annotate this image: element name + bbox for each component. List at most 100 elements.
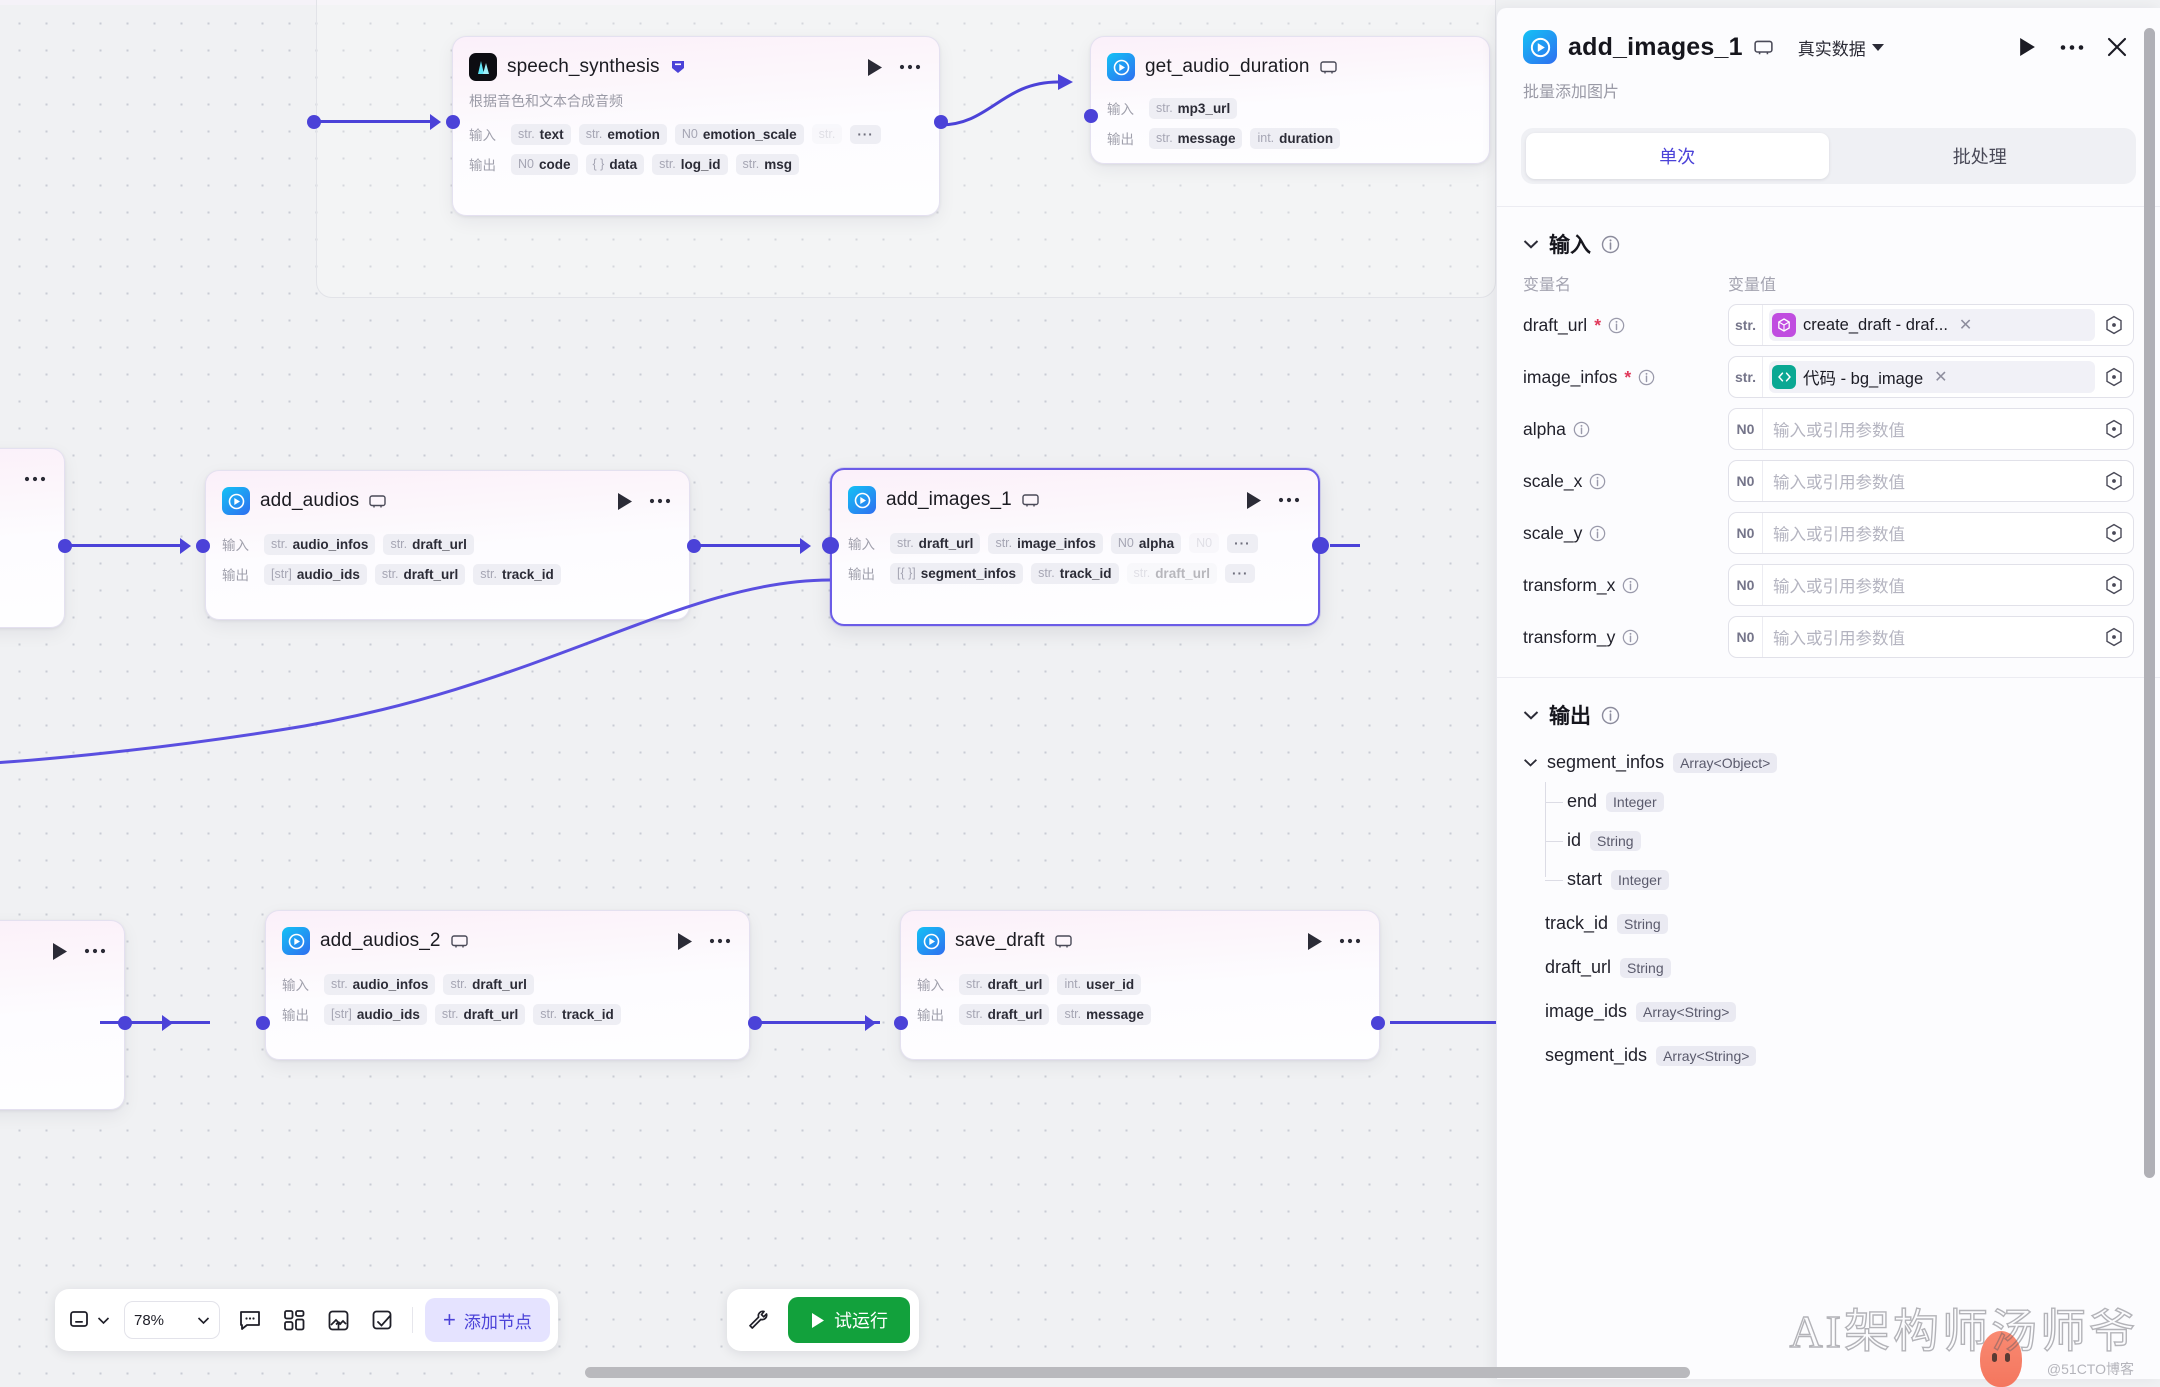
value-picker-button[interactable] [2095,367,2133,387]
io-overflow-icon[interactable]: ··· [1227,533,1258,553]
info-icon[interactable] [1573,421,1590,438]
debug-tools-button[interactable] [736,1298,780,1342]
panel-more-button[interactable] [2055,30,2089,64]
io-chip[interactable]: [str]audio_ids [264,563,367,585]
info-icon[interactable] [1638,369,1655,386]
port-addaudios2-in[interactable] [256,1016,270,1030]
node-save-draft[interactable]: save_draft 输入 str.draft_url int.user_id … [900,910,1380,1060]
io-chip[interactable]: str.audio_infos [324,973,436,995]
more-icon[interactable] [1337,928,1363,954]
io-chip[interactable]: [{ }]segment_infos [890,562,1024,584]
input-section-header[interactable]: 输入 [1497,207,2160,265]
workflow-canvas[interactable]: str.l speech_synthesis 根据音色和文本合成音频 [0,0,1496,1387]
io-chip[interactable]: str.draft_url [1126,562,1217,584]
info-icon[interactable] [1589,473,1606,490]
port-speech-in[interactable] [446,115,460,129]
info-icon[interactable] [1608,317,1625,334]
run-toolbar[interactable]: 试运行 [727,1289,919,1351]
value-input-draft-url[interactable]: str. create_draft - draf... ✕ [1728,304,2134,346]
info-icon[interactable] [1589,525,1606,542]
info-icon[interactable] [1622,629,1639,646]
io-chip[interactable]: str.track_id [473,563,561,585]
io-chip[interactable]: str.emotion [578,123,667,145]
port-duration-in[interactable] [1084,109,1098,123]
value-placeholder[interactable]: 输入或引用参数值 [1773,474,1905,492]
io-chip[interactable]: str.mp3_url [1149,97,1238,119]
io-overflow-icon[interactable]: ··· [850,124,881,144]
io-chip[interactable]: str.message [1057,1003,1151,1025]
value-input-alpha[interactable]: N0 输入或引用参数值 [1728,408,2134,450]
port-savedraft-out[interactable] [1371,1016,1385,1030]
io-chip[interactable]: str.message [1149,127,1243,149]
reference-pill[interactable]: create_draft - draf... ✕ [1769,309,2095,341]
screen-fit-button[interactable] [63,1298,116,1342]
more-icon[interactable] [647,488,673,514]
layout-button[interactable] [272,1298,316,1342]
clear-icon[interactable]: ✕ [1934,369,1948,386]
value-input-scale-x[interactable]: N0 输入或引用参数值 [1728,460,2134,502]
more-icon[interactable] [22,466,48,492]
node-add-audios-2[interactable]: add_audios_2 输入 str.audio_infos str.draf… [265,910,750,1060]
value-placeholder[interactable]: 输入或引用参数值 [1773,630,1905,648]
chevron-down-icon[interactable] [1523,758,1538,767]
io-chip[interactable]: str.text [511,123,571,145]
io-chip[interactable]: int.duration [1250,127,1341,149]
value-picker-button[interactable] [2095,627,2133,647]
io-chip[interactable]: str.msg [735,153,799,175]
node-partial-left-mid[interactable] [0,448,65,628]
more-icon[interactable] [897,54,923,80]
io-chip[interactable]: int.user_id [1057,973,1142,995]
more-icon[interactable] [82,938,108,964]
port-addaudios-in[interactable] [196,539,210,553]
value-picker-button[interactable] [2095,523,2133,543]
value-input-transform-x[interactable]: N0 输入或引用参数值 [1728,564,2134,606]
info-icon[interactable] [1601,706,1620,725]
output-item-segment-infos[interactable]: segment_infos Array<Object> [1497,736,2160,782]
canvas-toolbar[interactable]: 78% + 添加节点 [55,1289,558,1351]
value-placeholder[interactable]: 输入或引用参数值 [1773,526,1905,544]
more-icon[interactable] [707,928,733,954]
value-input-transform-y[interactable]: N0 输入或引用参数值 [1728,616,2134,658]
io-chip[interactable]: str.log_id [652,153,728,175]
io-chip[interactable]: str.draft_url [959,973,1050,995]
port-addimages-in[interactable] [822,537,839,554]
try-run-button[interactable]: 试运行 [788,1297,910,1343]
panel-vertical-scrollbar[interactable] [2144,28,2155,1178]
play-icon[interactable] [46,938,72,964]
value-placeholder[interactable]: 输入或引用参数值 [1773,578,1905,596]
output-section-header[interactable]: 输出 [1497,678,2160,736]
canvas-horizontal-scrollbar[interactable] [585,1367,1690,1378]
io-chip[interactable]: [str]audio_ids [324,1003,427,1025]
play-icon[interactable] [671,928,697,954]
info-icon[interactable] [1622,577,1639,594]
reference-pill[interactable]: 代码 - bg_image ✕ [1769,361,2095,393]
value-placeholder[interactable]: 输入或引用参数值 [1773,422,1905,440]
io-chip[interactable]: str.draft_url [959,1003,1050,1025]
output-item-draft-url[interactable]: draft_url String [1497,943,2160,987]
node-add-images-1[interactable]: add_images_1 输入 str.draft_url str.image_… [830,468,1320,626]
io-chip[interactable]: { }data [585,153,645,175]
node-add-audios[interactable]: add_audios 输入 str.audio_infos str.draft_… [205,470,690,620]
play-icon[interactable] [611,488,637,514]
value-input-image-infos[interactable]: str. 代码 - bg_image ✕ [1728,356,2134,398]
value-input-scale-y[interactable]: N0 输入或引用参数值 [1728,512,2134,554]
io-chip[interactable]: str.draft_url [890,532,981,554]
port-addimages-out[interactable] [1312,537,1329,554]
port-addaudios-out[interactable] [687,539,701,553]
output-child-end[interactable]: end Integer [1545,782,2160,821]
node-partial-left-bottom[interactable]: str.l [0,920,125,1110]
port-left-bottom-out[interactable] [118,1016,132,1030]
comment-button[interactable] [228,1298,272,1342]
import-image-button[interactable] [316,1298,360,1342]
port-speech-out[interactable] [934,115,948,129]
value-picker-button[interactable] [2095,315,2133,335]
io-overflow-icon[interactable]: ··· [1224,563,1256,583]
port-savedraft-in[interactable] [894,1016,908,1030]
play-icon[interactable] [861,54,887,80]
output-item-image-ids[interactable]: image_ids Array<String> [1497,987,2160,1031]
io-chip[interactable]: str.image_infos [988,532,1103,554]
panel-mode-tabs[interactable]: 单次 批处理 [1521,128,2136,184]
